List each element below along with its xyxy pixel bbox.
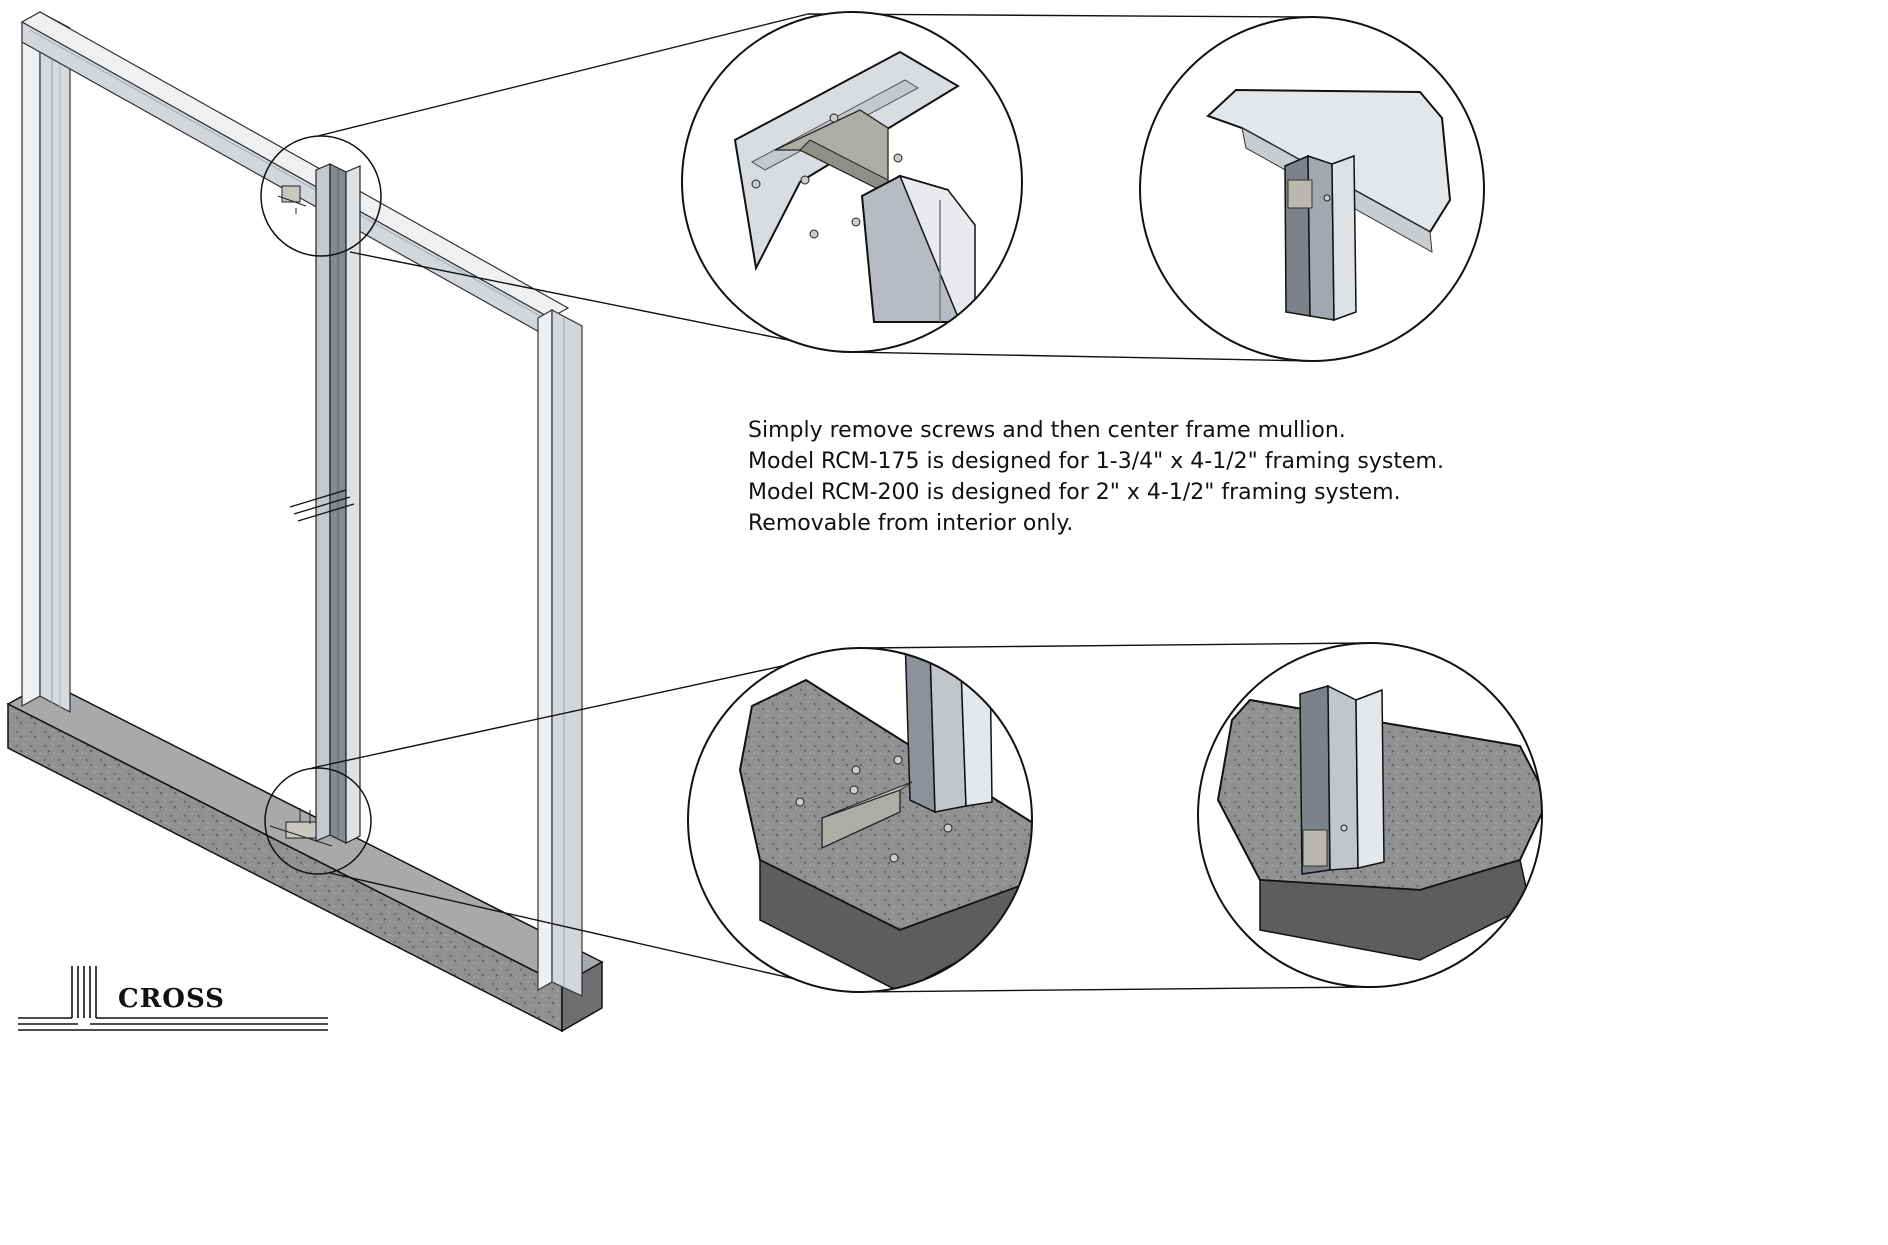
bottom-bracket-small <box>269 808 333 847</box>
mullion-diagram: Simply remove screws and then center fra… <box>6 10 1543 1035</box>
break-marks <box>289 489 355 522</box>
cross-logo-mark <box>18 966 328 1031</box>
leader-lines <box>311 13 1371 993</box>
logo-text: CROSS <box>118 984 225 1014</box>
frame-header <box>20 11 570 340</box>
main-frame-assembly <box>6 10 604 1033</box>
company-logo: CROSS <box>18 960 328 1035</box>
left-jamb <box>21 10 71 713</box>
description-line-1: Simply remove screws and then center fra… <box>748 418 1346 443</box>
top-bracket-small <box>277 185 307 214</box>
detail-top-removed <box>681 11 1023 353</box>
description-line-2: Model RCM-175 is designed for 1-3/4" x 4… <box>748 449 1444 474</box>
description-line-3: Model RCM-200 is designed for 2" x 4-1/2… <box>748 480 1401 505</box>
detail-bottom-removed <box>687 647 1033 993</box>
top-detail-callout <box>260 135 382 257</box>
bottom-detail-callout <box>264 767 372 875</box>
description-text: Simply remove screws and then center fra… <box>748 415 1528 539</box>
center-mullion <box>315 163 361 844</box>
diagram-canvas <box>6 10 1543 1033</box>
description-line-4: Removable from interior only. <box>748 511 1074 536</box>
right-jamb <box>537 308 583 997</box>
detail-bottom-installed <box>1197 642 1543 988</box>
detail-top-installed <box>1139 16 1485 362</box>
